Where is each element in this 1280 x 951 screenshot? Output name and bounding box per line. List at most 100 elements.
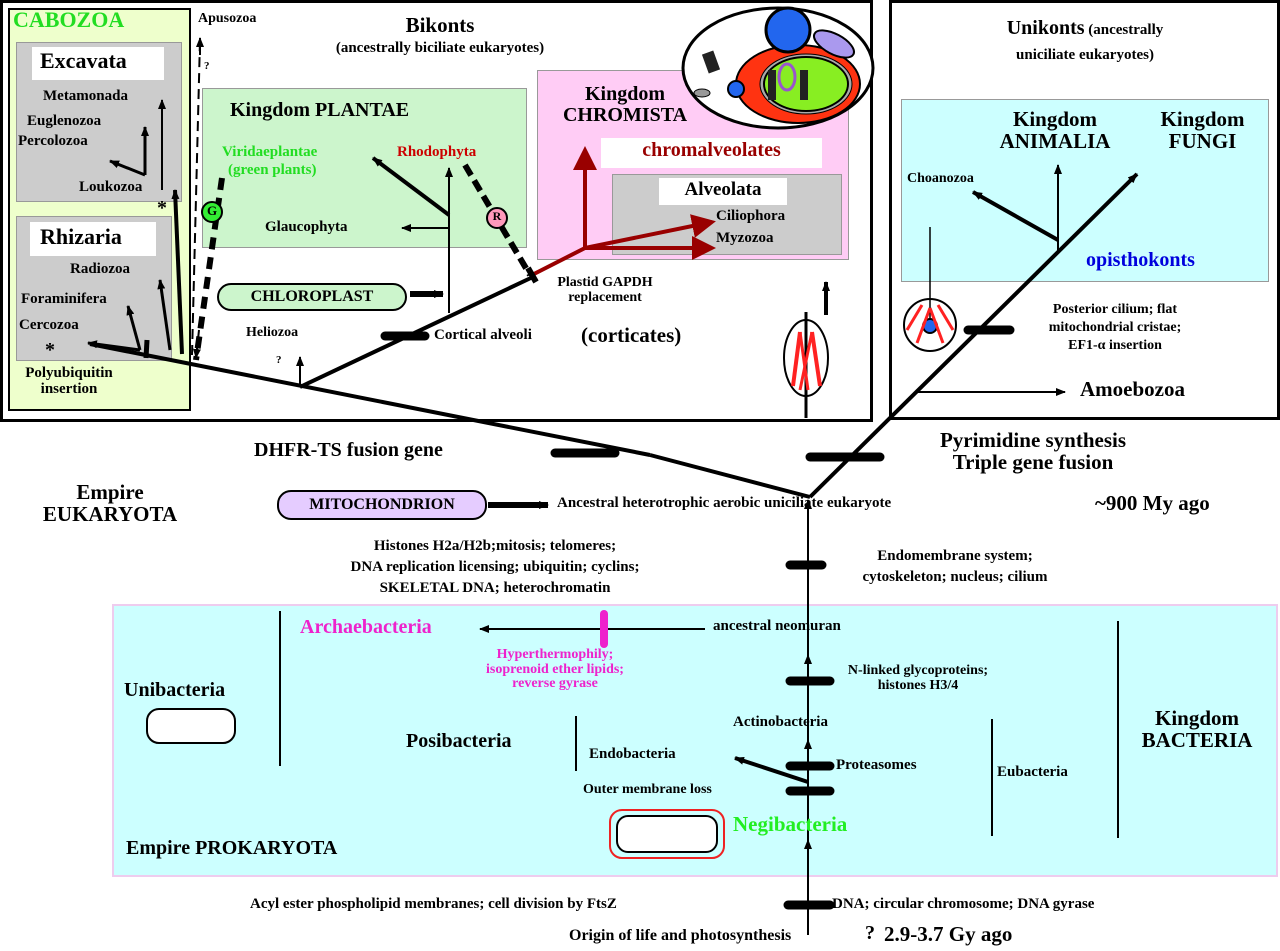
taxon-loukozoa: Loukozoa <box>79 179 143 195</box>
apusozoa-question: ? <box>204 60 210 72</box>
posterior-cilium-label: Posterior cilium; flat mitochondrial cri… <box>1015 301 1215 356</box>
kingdom-bacteria-line-1: Kingdom <box>1154 706 1240 730</box>
plastid-gapdh-marker <box>525 266 539 284</box>
n-linked-line-2: histones H3/4 <box>877 677 959 693</box>
endomembrane-line-2: cytoskeleton; nucleus; cilium <box>862 569 1048 585</box>
bikonts-subtitle: (ancestrally biciliate eukaryotes) <box>335 40 545 56</box>
alveolata-label-bg <box>659 178 787 205</box>
cabozoa-title: CABOZOA <box>13 7 125 32</box>
endobacteria-branch <box>734 756 809 784</box>
acyl-ester-label: Acyl ester phospholipid membranes; cell … <box>250 896 617 912</box>
fungi-line-1: Kingdom <box>1160 107 1245 131</box>
red-algal-symbol <box>486 207 508 229</box>
choanozoa-branch <box>972 190 1059 242</box>
excavata-asterisk: * <box>157 197 167 219</box>
taxon-percolozoa: Percolozoa <box>18 133 88 149</box>
taxon-myzozoa: Myzozoa <box>716 230 774 246</box>
posterior-cilium-line-3: EF1-α insertion <box>1068 338 1162 354</box>
bikont-trunk <box>89 342 651 457</box>
taxon-ciliophora: Ciliophora <box>716 208 786 224</box>
chromista-title-line-2: CHROMISTA <box>562 104 688 126</box>
taxon-eubacteria: Eubacteria <box>997 764 1068 780</box>
chromista-stem <box>529 246 586 278</box>
histones-line-1: Histones H2a/H2b;mitosis; telomeres; <box>373 538 617 554</box>
fungi-line-2: FUNGI <box>1168 129 1237 154</box>
taxon-ancestral-neomuran: ancestral neomuran <box>713 618 841 634</box>
polyubiquitin-line-2: insertion <box>40 380 98 397</box>
plantae-title: Kingdom PLANTAE <box>230 99 410 121</box>
taxon-rhodophyta: Rhodophyta <box>397 144 477 160</box>
red-algal-symbol-label: R <box>492 209 502 223</box>
unikonts-panel <box>889 0 1280 420</box>
endomembrane-line-1: Endomembrane system; <box>877 548 1033 564</box>
pyrimidine-label: Pyrimidine synthesis Triple gene fusion <box>893 429 1173 473</box>
hyperthermophily-label: Hyperthermophily; isoprenoid ether lipid… <box>455 647 655 692</box>
chromista-title-line-1: Kingdom <box>584 83 666 105</box>
bikont-trunk-lower <box>649 453 811 499</box>
animalia-title: Kingdom ANIMALIA <box>975 108 1135 152</box>
opisthokonts-label: opisthokonts <box>1086 249 1195 271</box>
histones-line-2: DNA replication licensing; ubiquitin; cy… <box>350 559 640 575</box>
heliozoa-question: ? <box>276 354 282 366</box>
outer-membrane-loss-label: Outer membrane loss <box>583 782 712 797</box>
pyrimidine-line-1: Pyrimidine synthesis <box>939 428 1127 452</box>
unibacteria-cell-icon <box>146 708 236 744</box>
chromist-cell-illustration <box>681 6 875 130</box>
rhizaria-asterisk: * <box>45 339 55 361</box>
alveolata-title: Alveolata <box>684 179 762 200</box>
polyubiquitin-label: Polyubiquitin insertion <box>14 365 124 398</box>
endomembrane-label: Endomembrane system; cytoskeleton; nucle… <box>830 546 1080 588</box>
uniciliate-cell-icon <box>903 298 957 352</box>
negibacteria-cell-icon <box>616 815 718 853</box>
kingdom-bacteria-line-2: BACTERIA <box>1141 728 1253 753</box>
unikonts-subtitle: uniciliate eukaryotes) <box>1016 47 1154 63</box>
chromalveolates-label: chromalveolates <box>642 139 781 161</box>
taxon-amoebozoa: Amoebozoa <box>1080 377 1185 401</box>
hyperthermophily-line-1: Hyperthermophily; <box>496 647 614 662</box>
posterior-cilium-line-1: Posterior cilium; flat <box>1052 302 1178 317</box>
rhizaria-label-bg <box>30 222 156 256</box>
unikont-trunk <box>808 172 1139 499</box>
rhizaria-title: Rhizaria <box>40 224 122 249</box>
green-algal-symbol <box>201 201 223 223</box>
kingdom-bacteria-label: Kingdom BACTERIA <box>1122 707 1272 751</box>
taxon-choanozoa: Choanozoa <box>907 171 974 186</box>
fungi-title: Kingdom FUNGI <box>1140 108 1265 152</box>
taxon-green-plants: (green plants) <box>228 162 317 178</box>
opisthokonts-box <box>901 99 1269 282</box>
unikonts-subtitle-1: (ancestrally <box>1088 22 1164 38</box>
taxon-archaebacteria: Archaebacteria <box>300 616 432 638</box>
pyrimidine-line-2: Triple gene fusion <box>952 450 1114 475</box>
dna-gyrase-label: DNA; circular chromosome; DNA gyrase <box>832 896 1095 912</box>
ancestral-eukaryote-label: Ancestral heterotrophic aerobic unicilia… <box>557 495 892 511</box>
empire-eukaryota-line-2: EUKARYOTA <box>42 502 178 527</box>
taxon-foraminifera: Foraminifera <box>21 291 107 307</box>
taxon-endobacteria: Endobacteria <box>589 746 676 762</box>
taxon-posibacteria: Posibacteria <box>406 730 512 752</box>
posterior-cilium-line-2: mitochondrial cristae; <box>1048 320 1182 336</box>
taxon-heliozoa: Heliozoa <box>246 325 299 340</box>
green-algal-symbol-label: G <box>206 203 218 218</box>
apusozoa-label: Apusozoa <box>198 11 257 26</box>
apusozoa-branch <box>191 39 201 356</box>
taxon-actinobacteria: Actinobacteria <box>733 714 828 730</box>
chloroplast-badge: CHLOROPLAST <box>217 283 407 311</box>
ciliophora-branch <box>584 214 716 250</box>
radiozoa-branch <box>157 279 172 351</box>
polyubiquitin-marker <box>143 339 150 359</box>
hyperthermophily-line-2: isoprenoid ether lipids; <box>486 661 624 677</box>
taxon-negibacteria: Negibacteria <box>733 812 848 836</box>
taxon-radiozoa: Radiozoa <box>70 261 130 277</box>
origin-of-life-label: Origin of life and photosynthesis <box>569 927 792 944</box>
n-linked-line-1: N-linked glycoproteins; <box>847 663 989 678</box>
animalia-line-1: Kingdom <box>1012 107 1098 131</box>
taxon-unibacteria: Unibacteria <box>124 679 226 701</box>
proteasomes-label: Proteasomes <box>836 757 917 773</box>
plastid-gapdh-label: Plastid GAPDH replacement <box>540 275 670 305</box>
excavata-title: Excavata <box>40 48 127 73</box>
foraminifera-branch <box>126 305 142 351</box>
empire-eukaryota-line-1: Empire <box>76 480 144 504</box>
histones-label: Histones H2a/H2b;mitosis; telomeres; DNA… <box>320 536 670 599</box>
empire-eukaryota-label: Empire EUKARYOTA <box>10 481 210 525</box>
excavata-label-bg <box>32 47 164 80</box>
